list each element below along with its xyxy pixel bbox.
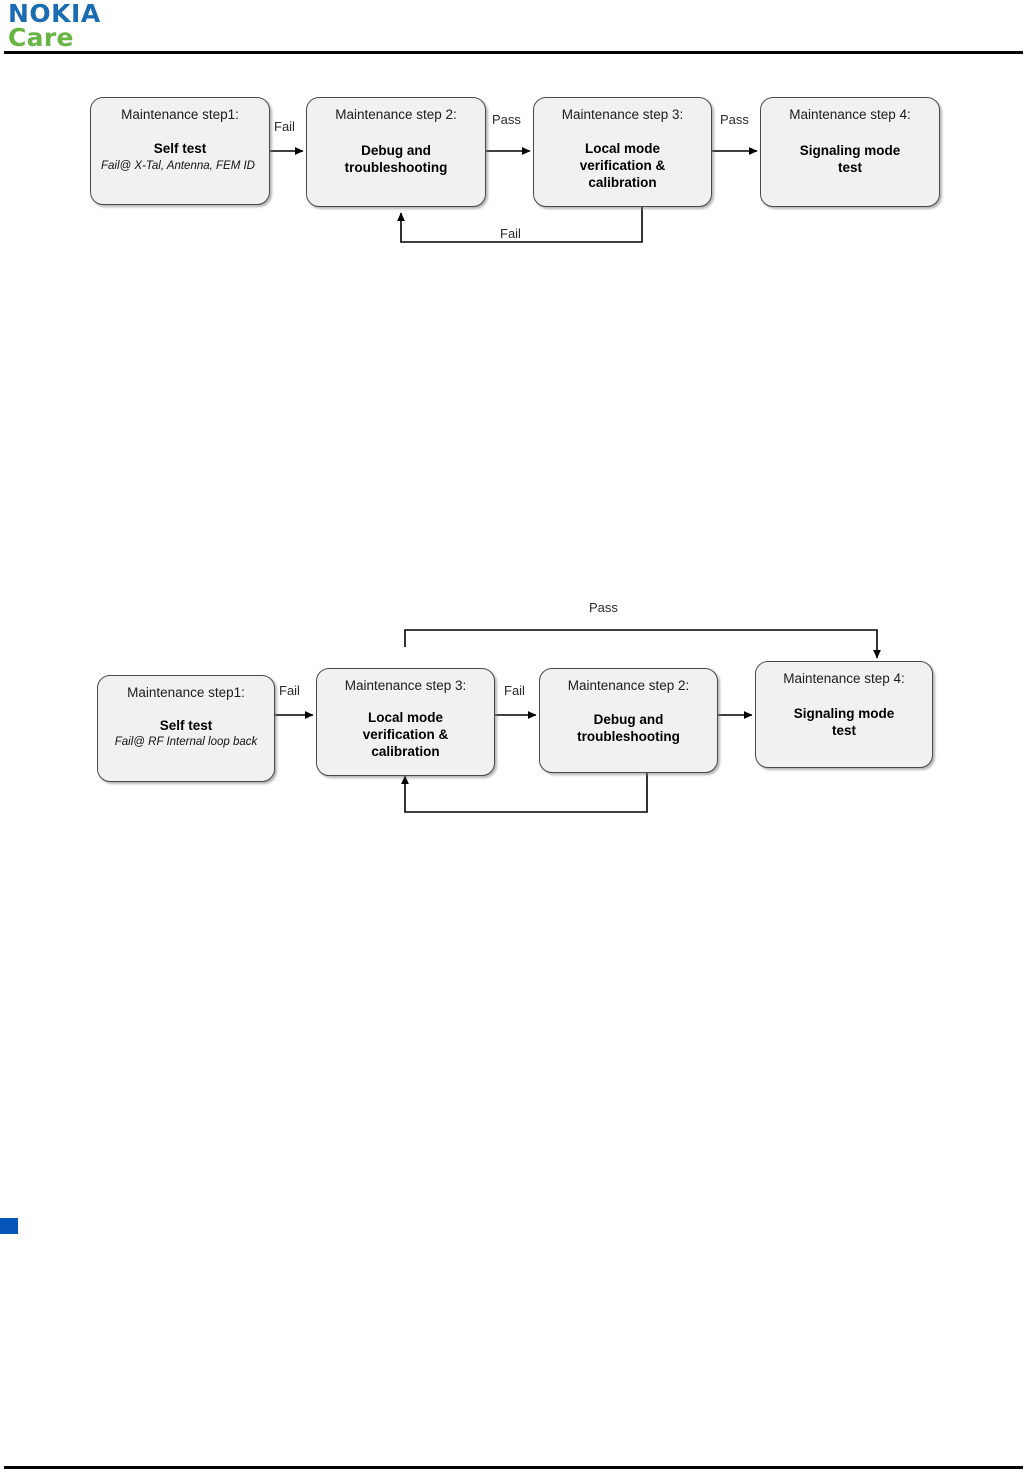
node-title: Maintenance step 2:: [335, 107, 457, 122]
node-main-label: Signaling mode test: [793, 706, 895, 738]
node-title: Maintenance step 2:: [567, 678, 690, 693]
connector-3to2-fail-loop: [397, 206, 643, 243]
node-title: Maintenance step 3:: [344, 678, 467, 693]
nokia-logo-text: NOKIA: [8, 0, 101, 28]
page-footer-marker: [0, 1218, 18, 1234]
edge-label-chart1-fail-loop: Fail: [500, 226, 521, 241]
node-main-label: Self test: [159, 718, 213, 733]
node-main-label: Local mode verification & calibration: [579, 141, 666, 190]
edge-label-chart1-1to2: Fail: [274, 119, 295, 134]
maintenance-flow-diagram-1: Maintenance step1: Self test Fail@ X-Tal…: [0, 0, 1027, 270]
node-chart2-step4[interactable]: Maintenance step 4: Signaling mode test: [755, 661, 933, 768]
connector-2to3-loop: [401, 772, 648, 813]
node-main-label: Local mode verification & calibration: [362, 710, 449, 759]
node-chart2-step2[interactable]: Maintenance step 2: Debug and troublesho…: [539, 668, 718, 773]
node-chart1-step3[interactable]: Maintenance step 3: Local mode verificat…: [533, 97, 712, 207]
maintenance-flow-diagram-2: Maintenance step1: Self test Fail@ RF In…: [0, 580, 1027, 860]
node-title: Maintenance step 4:: [783, 671, 905, 686]
node-main-label: Self test: [153, 141, 207, 156]
node-title: Maintenance step 4:: [789, 107, 911, 122]
node-chart1-step2[interactable]: Maintenance step 2: Debug and troublesho…: [306, 97, 486, 207]
node-sub-label: Fail@ RF Internal loop back: [114, 736, 258, 748]
node-title: Maintenance step1:: [121, 107, 239, 122]
node-chart2-step1[interactable]: Maintenance step1: Self test Fail@ RF In…: [97, 675, 275, 782]
node-main-label: Debug and troubleshooting: [344, 143, 448, 175]
flowchart-2-connectors: [275, 629, 881, 813]
node-main-label: Debug and troubleshooting: [577, 712, 680, 744]
node-title: Maintenance step1:: [127, 685, 245, 700]
flowchart-1-connectors: [270, 147, 758, 243]
node-sub-label: Fail@ X-Tal, Antenna, FEM ID: [101, 160, 255, 172]
node-chart1-step1[interactable]: Maintenance step1: Self test Fail@ X-Tal…: [90, 97, 270, 205]
header-divider: [4, 51, 1023, 54]
node-title: Maintenance step 3:: [561, 107, 684, 122]
edge-label-chart1-3to4: Pass: [720, 112, 749, 127]
edge-label-chart1-2to3: Pass: [492, 112, 521, 127]
node-chart2-step3[interactable]: Maintenance step 3: Local mode verificat…: [316, 668, 495, 776]
node-chart1-step4[interactable]: Maintenance step 4: Signaling mode test: [760, 97, 940, 207]
edge-label-chart2-3to2: Fail: [504, 683, 525, 698]
page-header: NOKIA Care: [0, 0, 1027, 56]
edge-label-chart2-pass: Pass: [589, 600, 618, 615]
node-main-label: Signaling mode test: [799, 143, 901, 175]
edge-label-chart2-1to3: Fail: [279, 683, 300, 698]
care-logo-text: Care: [8, 23, 74, 52]
connector-3to4-pass: [404, 629, 881, 659]
footer-divider: [4, 1466, 1023, 1469]
